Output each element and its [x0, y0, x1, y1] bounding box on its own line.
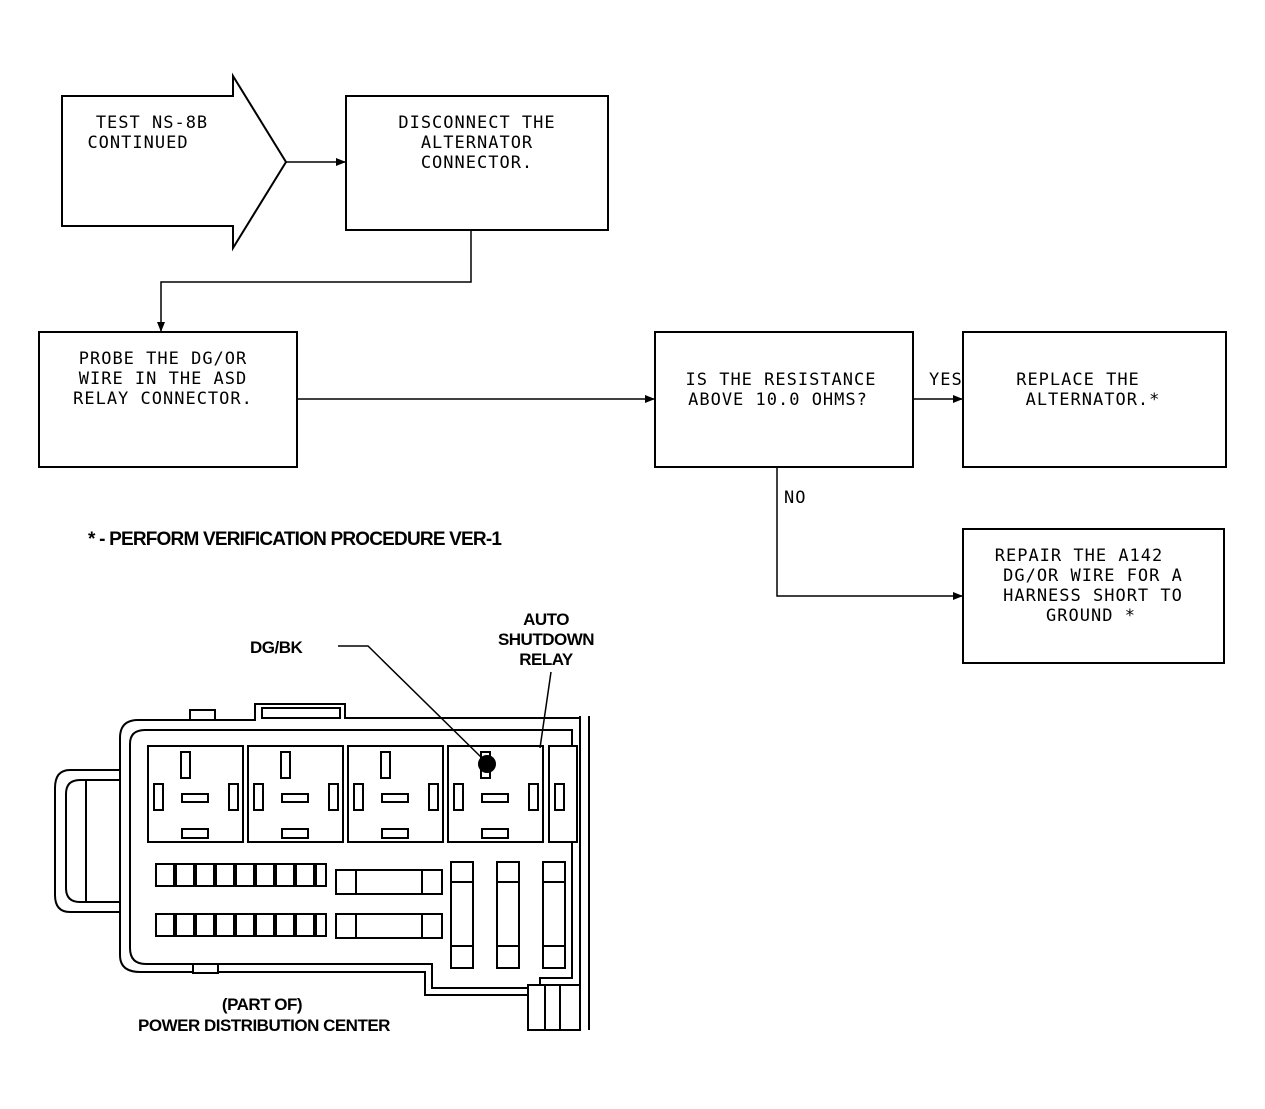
relay-leader-line — [539, 671, 552, 749]
repair-line-2: DG/OR WIRE FOR A — [1003, 566, 1183, 586]
repair-line-1: REPAIR THE A142 — [995, 546, 1164, 566]
disconnect-line-1: DISCONNECT THE — [398, 113, 555, 133]
probe-line-1: PROBE THE DG/OR — [79, 349, 248, 369]
pdc-illustration: DG/BK AUTO SHUTDOWN RELAY (PART OF) POWE… — [54, 610, 595, 1035]
cartridge-fuse-3 — [450, 861, 474, 969]
mini-fuse-row-2 — [155, 913, 327, 937]
replace-line-1: REPLACE THE — [1016, 370, 1140, 390]
cartridge-fuse-5 — [542, 861, 566, 969]
repair-box — [962, 528, 1225, 664]
replace-box — [962, 331, 1227, 468]
repair-line-3: HARNESS SHORT TO — [1003, 586, 1183, 606]
question-line-2: ABOVE 10.0 OHMS? — [688, 390, 868, 410]
arrow-question-to-repair — [776, 467, 963, 600]
auto-shutdown-relay — [447, 745, 544, 843]
question-box — [654, 331, 914, 468]
caption-line-2: POWER DISTRIBUTION CENTER — [138, 1016, 390, 1035]
dg-bk-label: DG/BK — [250, 638, 304, 657]
replace-line-2: ALTERNATOR.* — [1026, 390, 1161, 410]
relay-label-line-1: AUTO — [523, 610, 569, 629]
question-line-1: IS THE RESISTANCE — [686, 370, 877, 390]
start-arrow-shape — [61, 72, 288, 252]
yes-label: YES — [929, 370, 963, 390]
cartridge-fuse-2 — [335, 913, 443, 939]
cartridge-fuse-1 — [335, 869, 443, 895]
start-line-2: CONTINUED — [87, 133, 188, 153]
mini-fuse-row-1 — [155, 863, 327, 887]
relay-1 — [147, 745, 244, 843]
probe-line-2: WIRE IN THE ASD — [79, 369, 248, 389]
probe-box — [38, 331, 298, 468]
caption-line-1: (PART OF) — [222, 995, 302, 1014]
disconnect-line-3: CONNECTOR. — [421, 153, 533, 173]
relay-3 — [347, 745, 444, 843]
relay-label-line-3: RELAY — [519, 650, 574, 669]
repair-line-4: GROUND * — [1046, 606, 1136, 626]
relay-label-line-2: SHUTDOWN — [498, 630, 594, 649]
probe-line-3: RELAY CONNECTOR. — [73, 389, 253, 409]
no-label: NO — [784, 488, 806, 508]
verification-note: * - PERFORM VERIFICATION PROCEDURE VER-1 — [88, 529, 502, 550]
relay-2 — [247, 745, 344, 843]
arrow-disconnect-to-probe — [157, 230, 472, 332]
disconnect-line-2: ALTERNATOR — [421, 133, 533, 153]
disconnect-box — [345, 95, 609, 231]
cartridge-fuse-4 — [496, 861, 520, 969]
start-line-1: TEST NS-8B — [96, 113, 208, 133]
relay-5-partial — [548, 745, 578, 843]
dg-bk-leader-line — [338, 645, 485, 761]
